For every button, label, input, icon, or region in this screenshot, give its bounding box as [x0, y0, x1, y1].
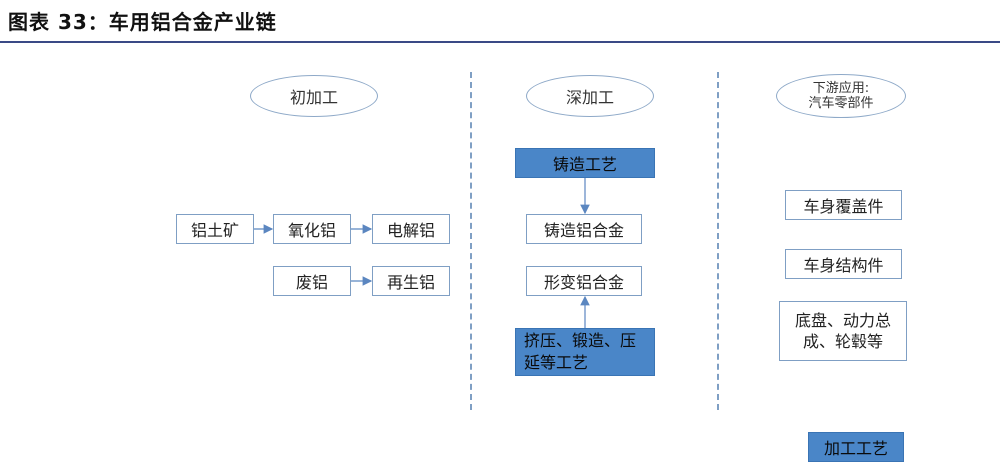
stage-deep: 深加工: [526, 75, 654, 117]
title-rule: [0, 41, 1000, 43]
stage-deep-label: 深加工: [565, 88, 614, 107]
node-body-structure: 车身结构件: [785, 249, 902, 279]
node-casting-process: 铸造工艺: [515, 148, 655, 178]
stage-downstream-label-2: 汽车零部件: [808, 96, 874, 111]
figure-title: 图表 33：车用铝合金产业链: [8, 10, 277, 34]
stage-downstream: 下游应用: 汽车零部件: [776, 74, 906, 118]
stage-primary: 初加工: [250, 75, 378, 117]
node-scrap: 废铝: [273, 266, 351, 296]
stage-downstream-label-1: 下游应用:: [812, 81, 870, 96]
node-electrolytic: 电解铝: [372, 214, 450, 244]
stage-primary-label: 初加工: [289, 88, 338, 107]
node-wrought-alloy: 形变铝合金: [526, 266, 642, 296]
node-bauxite: 铝土矿: [176, 214, 254, 244]
legend-process: 加工工艺: [808, 432, 904, 462]
divider-left: [470, 72, 472, 410]
node-body-cover: 车身覆盖件: [785, 190, 902, 220]
divider-right: [717, 72, 719, 410]
node-cast-alloy: 铸造铝合金: [526, 214, 642, 244]
node-alumina: 氧化铝: [273, 214, 351, 244]
node-chassis: 底盘、动力总 成、轮毂等: [779, 301, 907, 361]
node-recycled: 再生铝: [372, 266, 450, 296]
node-forming-process: 挤压、锻造、压 延等工艺: [515, 328, 655, 376]
